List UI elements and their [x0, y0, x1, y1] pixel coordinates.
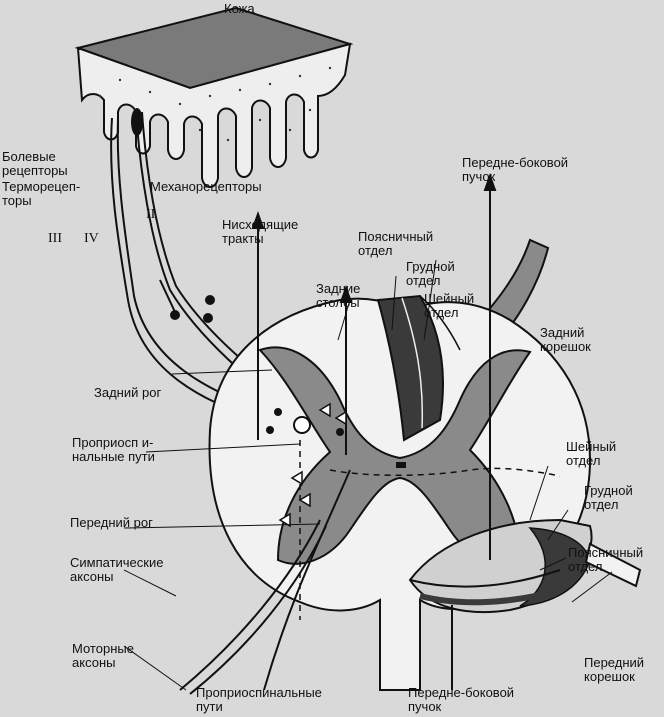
synapse-dots: [266, 408, 344, 436]
leader-lines: [123, 259, 613, 691]
label-roman-iv: IV: [84, 231, 99, 246]
ganglion-cell-2: [205, 295, 215, 305]
label-cervical-right: Шейный отдел: [566, 439, 617, 468]
label-anterolateral-top: Передне-боковой пучок: [462, 155, 569, 184]
dorsal-columns-dark: [376, 294, 445, 442]
label-roman-iii: III: [48, 231, 62, 246]
label-descending-tracts: Нисходящие тракты: [222, 217, 299, 246]
label-sympathetic-axons: Симпатические аксоны: [70, 555, 164, 584]
interneurons: [278, 402, 347, 528]
mechanoreceptor-body: [131, 108, 143, 136]
label-propriospinal-bottom: Проприоспинальные пути: [196, 685, 322, 714]
label-dorsal-root: Задний корешок: [540, 325, 591, 354]
label-mechanoreceptors: Механорецепторы: [150, 179, 262, 194]
dorsal-horn-neuron: [293, 416, 311, 434]
label-thoracic-top: Грудной отдел: [406, 259, 455, 288]
label-pain-receptors: Болевые рецепторы: [2, 149, 68, 178]
ganglion-cell-3: [203, 313, 213, 323]
label-ventral-horn: Передний рог: [70, 515, 153, 530]
central-canal: [396, 462, 406, 468]
label-anterolateral-bottom: Передне-боковой пучок: [408, 685, 515, 714]
label-cervical-top: Шейный отдел: [424, 291, 475, 320]
label-ventral-root: Передний корешок: [584, 655, 645, 684]
motor-axons-lines: [179, 469, 351, 695]
label-dorsal-horn: Задний рог: [94, 385, 162, 400]
label-thermo-receptors: Терморецеп- торы: [2, 179, 81, 208]
label-lumbar-top: Поясничный отдел: [358, 229, 434, 258]
label-roman-ii: II: [146, 207, 156, 222]
label-dorsal-columns: Задние столбы: [316, 281, 361, 310]
label-skin: Кожа: [224, 1, 255, 16]
tract-arrows: [251, 173, 497, 690]
label-motor-axons: Моторные аксоны: [72, 641, 134, 670]
label-propriospinal-left: Проприосп и- нальные пути: [72, 435, 155, 464]
label-thoracic-right: Грудной отдел: [584, 483, 633, 512]
ganglion-cell-1: [170, 310, 180, 320]
label-lumbar-right: Поясничный отдел: [568, 545, 644, 574]
